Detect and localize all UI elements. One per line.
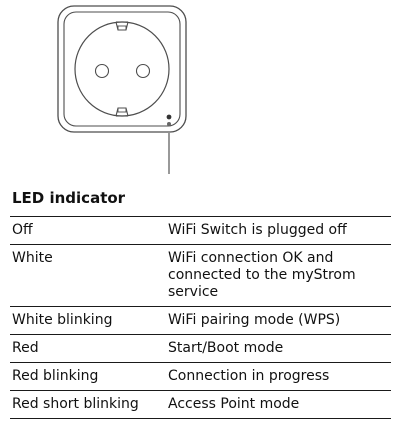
led-state: Red short blinking <box>10 390 165 419</box>
table-row: White WiFi connection OK and connected t… <box>10 244 391 307</box>
table-row: Red Start/Boot mode <box>10 334 391 363</box>
led-state: Red <box>10 334 165 363</box>
led-state: White blinking <box>10 306 165 335</box>
led-description: WiFi pairing mode (WPS) <box>165 306 391 335</box>
table-row: White blinking WiFi pairing mode (WPS) <box>10 306 391 335</box>
wifi-switch-drawing <box>57 5 187 174</box>
led-description: WiFi connection OK and connected to the … <box>165 244 391 307</box>
led-state: White <box>10 244 165 307</box>
led-indicator-table: Off WiFi Switch is plugged off White WiF… <box>10 216 391 419</box>
led-description: Connection in progress <box>165 362 391 391</box>
table-row: Red blinking Connection in progress <box>10 362 391 391</box>
led-state: Off <box>10 216 165 245</box>
device-illustration <box>0 0 407 185</box>
led-description: WiFi Switch is plugged off <box>165 216 391 245</box>
table-row: Red short blinking Access Point mode <box>10 390 391 419</box>
led-state: Red blinking <box>10 362 165 391</box>
table-row: Off WiFi Switch is plugged off <box>10 216 391 245</box>
led-description: Start/Boot mode <box>165 334 391 363</box>
led-description: Access Point mode <box>165 390 391 419</box>
led-icon <box>166 114 172 126</box>
section-title: LED indicator <box>12 189 126 207</box>
socket-outlet-icon <box>74 21 170 117</box>
